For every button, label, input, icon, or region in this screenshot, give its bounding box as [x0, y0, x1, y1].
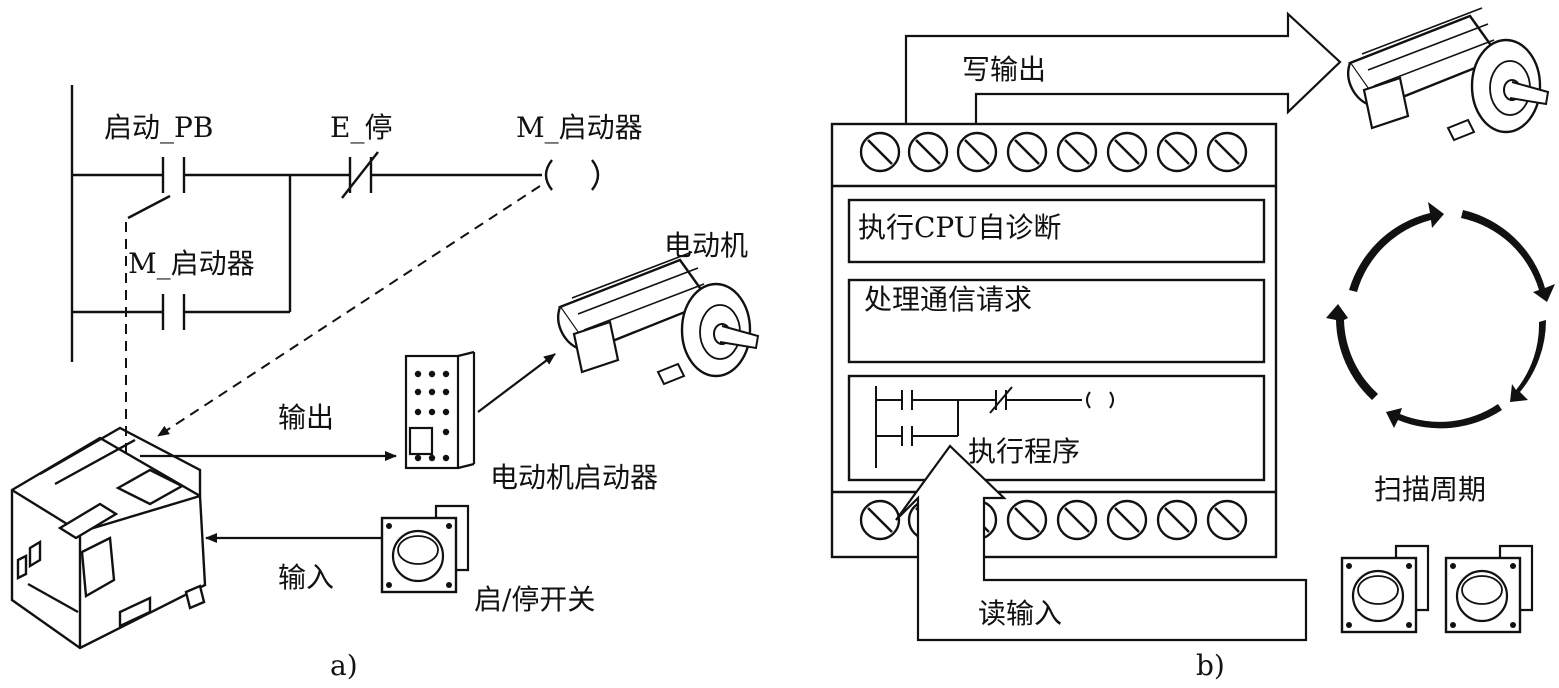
dashed-coil-link	[157, 185, 541, 437]
plc-module-frame	[830, 122, 1278, 559]
plc-foot	[118, 596, 152, 628]
scan-cycle-ring	[1326, 202, 1555, 429]
label-coil: M_启动器	[516, 111, 643, 144]
plc-cover	[115, 468, 185, 506]
label-contact-start: 启动_PB	[104, 111, 214, 144]
ladder-diagram	[70, 85, 600, 362]
label-read-input: 读输入	[978, 597, 1063, 630]
read-input-arrow	[895, 444, 1308, 642]
step-program-label: 执行程序	[968, 435, 1081, 468]
label-motor-starter: 电动机启动器	[490, 461, 659, 494]
label-output: 输出	[278, 401, 335, 434]
coil-left	[544, 159, 553, 191]
cycle-arrow	[1326, 304, 1378, 400]
write-output-arrow	[904, 11, 1342, 124]
plc-module-b	[830, 122, 1278, 559]
step-selftest-label: 执行CPU自诊断	[858, 211, 1062, 244]
dashed-links	[125, 185, 541, 530]
plc-port	[80, 536, 116, 598]
step-box-program	[847, 374, 1266, 482]
caption-b: b)	[1196, 649, 1225, 682]
label-contact-estop: E_停	[330, 111, 393, 144]
label-input: 输入	[278, 561, 335, 594]
label-scan-cycle: 扫描周期	[1374, 473, 1487, 506]
label-write-output: 写输出	[962, 53, 1047, 86]
cycle-arrow	[1461, 210, 1555, 302]
pushbutton-image	[1340, 544, 1430, 634]
motor-image-b	[1347, 6, 1550, 142]
step-box-selftest	[847, 198, 1266, 264]
cycle-arrow	[1386, 404, 1502, 429]
plc-unit	[10, 426, 207, 650]
step-box-comm	[847, 278, 1266, 364]
motor-starter-device	[404, 350, 476, 470]
caption-a: a)	[330, 649, 358, 682]
label-motor: 电动机	[664, 229, 749, 262]
cycle-arrow	[1349, 202, 1444, 292]
pushbutton-image	[1444, 544, 1534, 634]
starter-to-motor-arrow	[477, 353, 556, 413]
start-link-line	[127, 194, 171, 220]
label-switch: 启/停开关	[474, 583, 596, 616]
coil-right	[591, 159, 600, 191]
label-contact-hold: M_启动器	[128, 247, 255, 280]
program-mini-ladder	[875, 386, 1114, 468]
cycle-arrow	[1510, 320, 1547, 402]
plc-foot	[184, 584, 206, 610]
motor-image-a	[557, 250, 760, 386]
contact-estop-nc-slash	[341, 151, 379, 199]
start-stop-switch-image	[380, 504, 470, 594]
step-comm-label: 处理通信请求	[864, 283, 1033, 316]
